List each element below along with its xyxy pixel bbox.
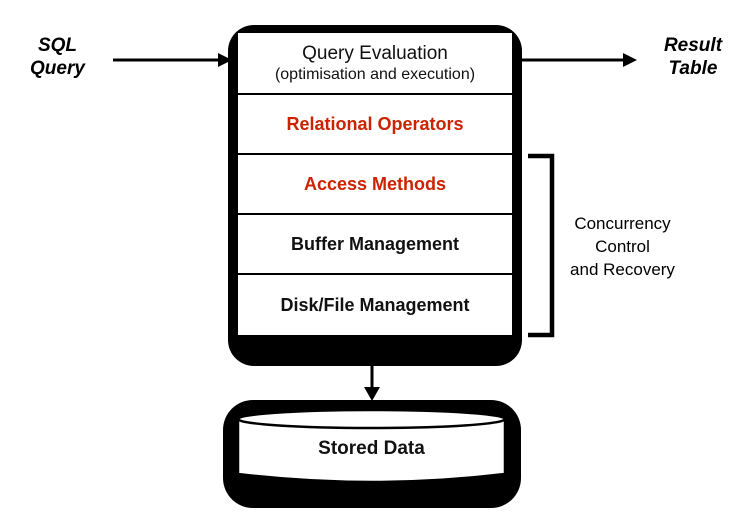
access-methods-label: Access Methods	[303, 173, 447, 194]
stored-data-arrow	[364, 366, 380, 401]
result-table-label: Result Table	[643, 34, 743, 80]
concurrency-control-label-line1: Concurrency	[574, 214, 671, 233]
sql-query-label-line1: SQL	[37, 35, 78, 56]
layer-disk-file-management: Disk/File Management	[238, 275, 512, 335]
layer-access-methods: Access Methods	[238, 155, 512, 215]
result-table-label-line2: Table	[668, 58, 718, 79]
layer-query-evaluation: Query Evaluation (optimisation and execu…	[238, 33, 512, 95]
concurrency-control-label-line2: Control	[595, 237, 650, 256]
dbms-stack-container: Query Evaluation (optimisation and execu…	[228, 25, 522, 366]
concurrency-control-label-line3: and Recovery	[570, 260, 675, 279]
concurrency-bracket	[528, 153, 555, 338]
sql-query-label-line2: Query	[30, 58, 85, 79]
result-table-arrow	[521, 53, 637, 67]
layer-buffer-management: Buffer Management	[238, 215, 512, 275]
sql-query-label: SQL Query	[5, 34, 110, 80]
buffer-management-label: Buffer Management	[290, 233, 460, 254]
concurrency-control-label: Concurrency Control and Recovery	[550, 212, 695, 281]
layer-relational-operators: Relational Operators	[238, 95, 512, 155]
relational-operators-label: Relational Operators	[286, 113, 464, 134]
stored-data-label: Stored Data	[318, 438, 425, 459]
disk-file-management-label: Disk/File Management	[280, 294, 470, 315]
result-table-label-line1: Result	[663, 35, 723, 56]
query-evaluation-title: Query Evaluation	[302, 43, 448, 64]
dbms-stack: Query Evaluation (optimisation and execu…	[238, 33, 512, 335]
query-evaluation-subtitle: (optimisation and execution)	[274, 66, 476, 83]
sql-query-arrow	[113, 53, 232, 67]
